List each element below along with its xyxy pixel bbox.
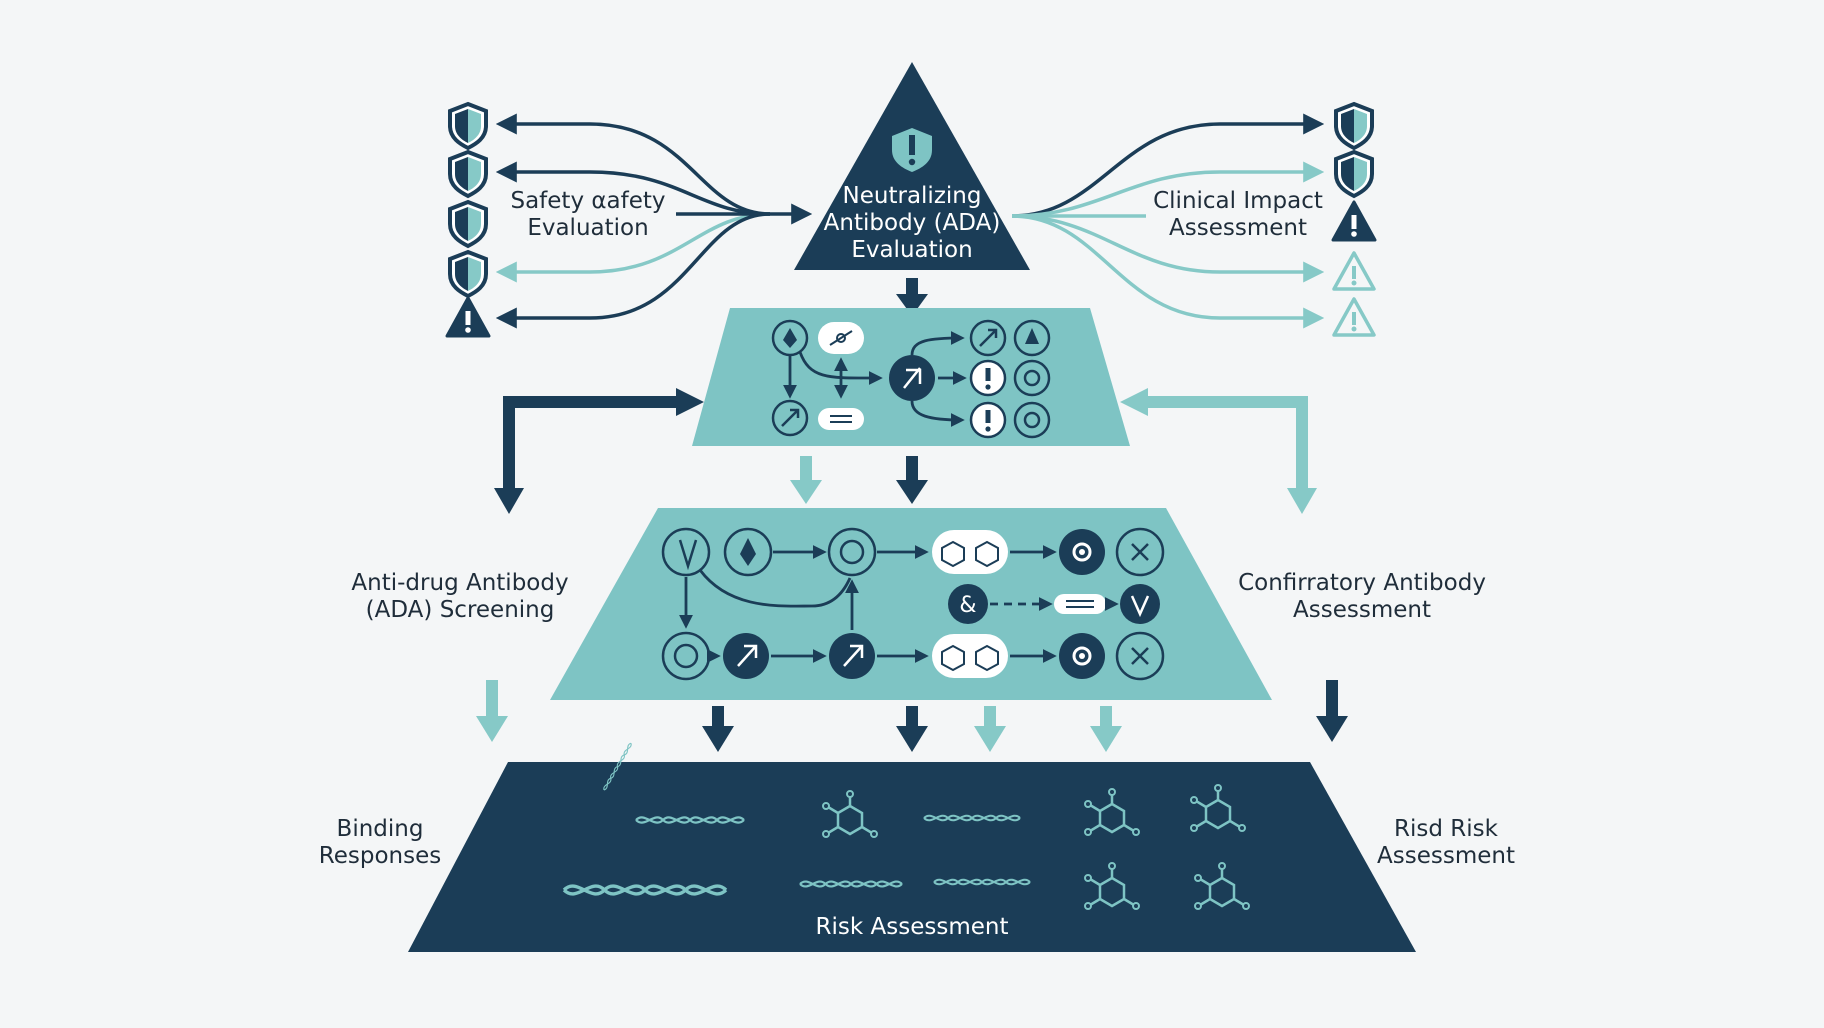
confirmatory-assessment-line2: Assessment bbox=[1293, 597, 1431, 623]
risk-assessment-side-line2: Assessment bbox=[1377, 843, 1515, 869]
clinical-impact-label: Clinical Impact Assessment bbox=[1153, 188, 1323, 242]
ada-screening-line2: (ADA) Screening bbox=[365, 597, 555, 623]
shield-icon bbox=[448, 102, 488, 150]
base-trapezoid bbox=[408, 742, 1416, 952]
warning-icon bbox=[445, 296, 491, 338]
clinical-impact-line2: Assessment bbox=[1169, 215, 1307, 241]
left-icon-column bbox=[445, 102, 491, 338]
clinical-impact-line1: Clinical Impact bbox=[1153, 188, 1323, 214]
binding-responses-label: Binding Responses bbox=[319, 816, 441, 870]
base-title: Risk Assessment bbox=[815, 914, 1009, 940]
binding-responses-line1: Binding bbox=[336, 816, 424, 842]
warning-outline-icon bbox=[1332, 297, 1376, 337]
left-elbow-arrow bbox=[503, 396, 680, 490]
tier-2-down-arrows bbox=[790, 456, 928, 504]
apex-label: Neutralizing Antibody (ADA) Evaluation bbox=[824, 183, 1001, 264]
svg-text:&: & bbox=[959, 593, 976, 618]
risk-assessment-side-label: Risd Risk Assessment bbox=[1377, 816, 1515, 870]
binding-responses-line2: Responses bbox=[318, 843, 442, 869]
apex-label-line2: Antibody (ADA) bbox=[823, 210, 1001, 236]
right-icon-column bbox=[1331, 102, 1377, 337]
shield-icon bbox=[448, 250, 488, 298]
tier-3-trapezoid: & bbox=[550, 508, 1272, 700]
risk-assessment-side-line1: Risd Risk bbox=[1394, 816, 1498, 842]
safety-evaluation-line1: Safety αafety bbox=[510, 188, 666, 214]
tier-3-down-arrows bbox=[476, 680, 1348, 752]
safety-evaluation-label: Safety αafety Evaluation bbox=[510, 188, 665, 242]
ada-screening-line1: Anti-drug Antibody bbox=[351, 570, 569, 596]
shield-icon bbox=[448, 200, 488, 248]
right-elbow-arrow bbox=[1144, 396, 1308, 490]
shield-icon bbox=[1334, 102, 1374, 150]
apex-label-line3: Evaluation bbox=[851, 237, 973, 263]
apex-down-arrow bbox=[896, 278, 928, 316]
ada-screening-label: Anti-drug Antibody (ADA) Screening bbox=[351, 570, 568, 624]
apex-triangle bbox=[794, 62, 1030, 270]
confirmatory-assessment-line1: Confirratory Antibody bbox=[1238, 570, 1486, 596]
tier-2-trapezoid bbox=[692, 308, 1130, 446]
confirmatory-assessment-label: Confirratory Antibody Assessment bbox=[1238, 570, 1486, 624]
safety-evaluation-line2: Evaluation bbox=[527, 215, 649, 241]
left-fan-arrows bbox=[495, 113, 813, 329]
shield-icon bbox=[1334, 150, 1374, 198]
apex-label-line1: Neutralizing bbox=[842, 183, 982, 209]
shield-icon bbox=[448, 150, 488, 198]
warning-icon bbox=[1331, 200, 1377, 242]
warning-outline-icon bbox=[1332, 251, 1376, 291]
right-fan-arrows bbox=[1011, 113, 1325, 329]
